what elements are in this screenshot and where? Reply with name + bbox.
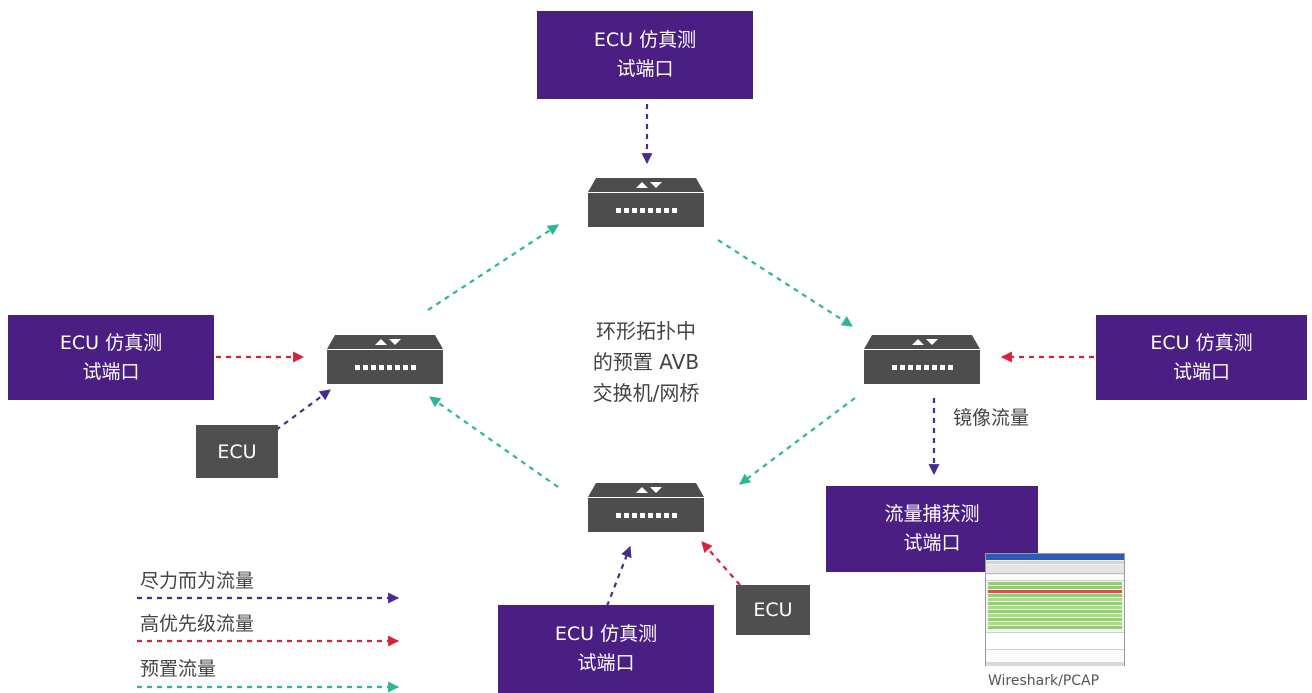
ecu-sim-test-port-bottom: ECU 仿真测 试端口 bbox=[498, 605, 714, 693]
reserved-flow-bottom-to-left bbox=[429, 396, 559, 488]
high-priority-ecu-to-bottom-switch bbox=[701, 541, 741, 586]
ecu-sim-test-port-right: ECU 仿真测 试端口 bbox=[1096, 315, 1307, 400]
legend-label-high-priority: 高优先级流量 bbox=[140, 613, 255, 635]
ecu-sim-test-port-left: ECU 仿真测 试端口 bbox=[8, 315, 214, 400]
switch-bottom-icon bbox=[588, 483, 704, 532]
switch-right-icon bbox=[864, 335, 980, 384]
ecu-bottom: ECU bbox=[736, 585, 810, 635]
reserved-flow-left-to-top bbox=[427, 224, 559, 311]
ecu-sim-test-port-top: ECU 仿真测 试端口 bbox=[537, 11, 753, 99]
switch-left-icon bbox=[327, 335, 443, 384]
switch-top-icon bbox=[588, 178, 704, 227]
best-effort-bottom-port-to-switch bbox=[605, 545, 632, 607]
legend-label-reserved: 预置流量 bbox=[140, 658, 217, 680]
wireshark-screenshot-image bbox=[985, 553, 1125, 666]
ring-topology-label: 环形拓扑中 的预置 AVB 交换机/网桥 bbox=[592, 319, 700, 405]
mirror-traffic-label: 镜像流量 bbox=[953, 407, 1030, 429]
legend-label-best-effort: 尽力而为流量 bbox=[140, 570, 255, 592]
wireshark-pcap-label: Wireshark/PCAP bbox=[988, 673, 1100, 689]
reserved-flow-top-to-right bbox=[717, 239, 853, 327]
reserved-flow-right-to-bottom bbox=[739, 397, 856, 485]
best-effort-ecu-to-left-switch bbox=[275, 389, 331, 431]
ecu-left: ECU bbox=[196, 425, 278, 478]
